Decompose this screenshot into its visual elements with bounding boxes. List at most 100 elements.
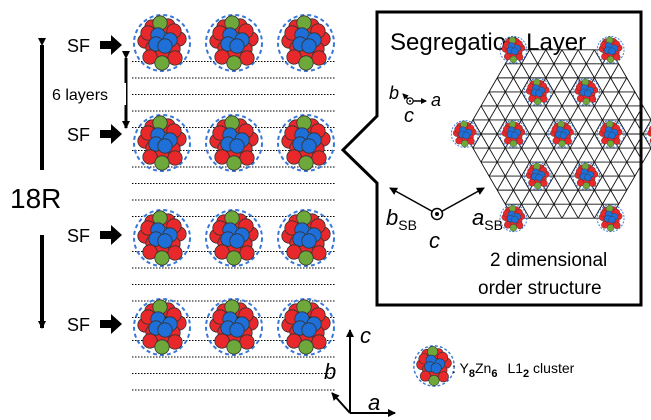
lattice-edge — [545, 49, 555, 65]
lattice-edge — [577, 119, 587, 135]
lattice-edge — [521, 119, 530, 135]
y8zn6-cluster — [205, 14, 263, 72]
lattice-edge — [634, 119, 644, 135]
y8zn6-cluster — [133, 209, 191, 267]
lattice-edge — [521, 105, 530, 121]
y8zn6-cluster — [205, 209, 263, 267]
lattice-edge — [496, 105, 506, 121]
sf-label-1: SF — [67, 36, 90, 56]
lattice-edge — [569, 175, 579, 191]
lattice-edge — [569, 49, 579, 65]
lattice-edge — [521, 203, 530, 219]
lattice-edge — [537, 119, 547, 135]
y8zn6-cluster — [413, 345, 455, 387]
lattice-edge — [545, 119, 555, 135]
y8zn6-cluster — [499, 204, 528, 233]
lattice-edge — [577, 189, 587, 205]
lattice-edge — [610, 147, 620, 163]
lattice-edge — [537, 49, 547, 65]
lattice-edge — [618, 105, 628, 121]
lattice-edge — [610, 189, 620, 205]
lattice-edge — [472, 105, 482, 121]
lattice-edge — [488, 77, 498, 93]
inset-axis-a-sb: aSB — [472, 205, 503, 233]
lattice-edge — [610, 105, 620, 121]
inset-axis-a: a — [431, 90, 441, 110]
inset-axes-top — [402, 93, 427, 105]
lattice-edge — [602, 147, 611, 163]
lattice-edge — [504, 77, 514, 93]
lattice-edge — [577, 63, 587, 79]
y8zn6-cluster — [523, 77, 552, 106]
lattice-edge — [480, 91, 490, 107]
lattice-edge — [602, 161, 611, 177]
lattice-edge — [569, 77, 579, 93]
sf-arrows — [100, 35, 122, 334]
lattice-edge — [496, 133, 506, 149]
lattice-edge — [569, 119, 579, 135]
lattice-edge — [529, 203, 539, 219]
lattice-edge — [545, 133, 555, 149]
lattice-edge — [521, 91, 530, 107]
lattice-edge — [537, 147, 547, 163]
lattice-edge — [504, 63, 514, 79]
sf-label-3: SF — [67, 226, 90, 246]
lattice-edge — [577, 105, 587, 121]
lattice-edge — [553, 161, 563, 177]
lattice-edge — [480, 133, 490, 149]
lattice-edge — [594, 203, 603, 219]
lattice-edge — [594, 63, 603, 79]
lattice-edge — [561, 63, 571, 79]
lattice-edge — [561, 77, 571, 93]
lattice-edge — [513, 105, 522, 121]
lattice-edge — [602, 77, 611, 93]
lattice-edge — [634, 91, 644, 107]
lattice-edge — [553, 147, 563, 163]
lattice-edge — [537, 63, 547, 79]
lattice-edge — [569, 147, 579, 163]
lattice-edge — [618, 161, 628, 177]
y8zn6-cluster — [205, 114, 263, 172]
lattice-edge — [513, 189, 522, 205]
lattice-edge — [529, 119, 539, 135]
lattice-edge — [594, 189, 603, 205]
lattice-edge — [513, 147, 522, 163]
lattice-edge — [504, 105, 514, 121]
lattice-edge — [585, 147, 595, 163]
y8zn6-cluster — [133, 114, 191, 172]
lattice-edge — [529, 105, 539, 121]
y8zn6-cluster — [572, 77, 601, 106]
lattice-edge — [585, 133, 595, 149]
lattice-edge — [626, 133, 636, 149]
lattice-edge — [569, 91, 579, 107]
lattice-edge — [496, 63, 506, 79]
y8zn6-cluster — [572, 162, 601, 191]
lattice-edge — [634, 161, 644, 177]
lattice-edge — [626, 105, 636, 121]
lattice-edge — [488, 133, 498, 149]
y8zn6-cluster — [133, 14, 191, 72]
lattice-edge — [610, 91, 620, 107]
y8zn6-cluster — [596, 204, 625, 233]
axis-b-label: b — [324, 359, 336, 384]
lattice-edge — [642, 147, 651, 163]
legend-cluster-icon — [413, 345, 455, 387]
lattice-edge — [594, 49, 603, 65]
lattice-edge — [513, 63, 522, 79]
lattice-edge — [569, 105, 579, 121]
lattice-edge — [529, 49, 539, 65]
lattice-edge — [594, 133, 603, 149]
lattice-edge — [504, 147, 514, 163]
lattice-edge — [472, 147, 482, 163]
lattice-edge — [553, 77, 563, 93]
lattice-edge — [594, 161, 603, 177]
lattice-edge — [642, 133, 651, 149]
crystal-axes-3d — [331, 329, 396, 417]
lattice-edge — [602, 91, 611, 107]
lattice-edge — [480, 161, 490, 177]
lattice-edge — [504, 91, 514, 107]
lattice-edge — [521, 63, 530, 79]
lattice-edge — [488, 105, 498, 121]
lattice-edge — [537, 203, 547, 219]
